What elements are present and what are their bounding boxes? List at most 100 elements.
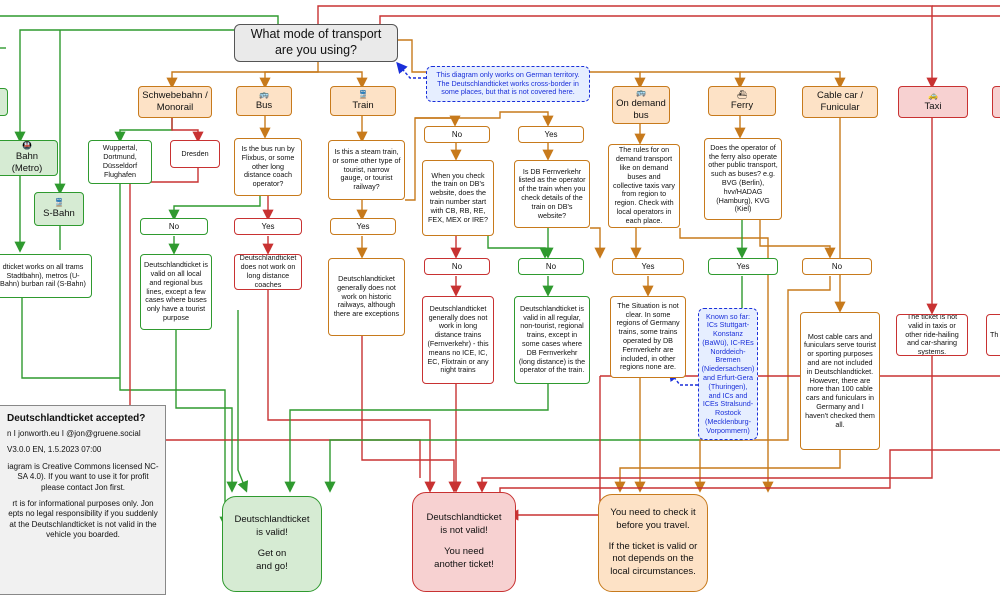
- fernverkehr-question: Is DB Fernverkehr listed as the operator…: [514, 160, 590, 228]
- territory-note: This diagram only works on German territ…: [426, 66, 590, 102]
- info-license: iagram is Creative Commons licensed NC-S…: [7, 461, 159, 492]
- mode-schwebebahn-label: Schwebebahn / Monorail: [142, 90, 208, 113]
- result-check-line-1: You need to check it: [610, 506, 696, 518]
- ferry-no-label: No: [831, 261, 843, 271]
- result-valid-line-1: Deutschlandticket: [234, 514, 310, 526]
- mode-sbahn: 🚆 S-Bahn: [34, 192, 84, 226]
- train-yes: Yes: [330, 218, 396, 235]
- taxi-label: The ticket is not valid in taxis or othe…: [905, 314, 959, 356]
- bus-question: Is the bus run by Flixbus, or some other…: [234, 138, 302, 196]
- territory-note-text: This diagram only works on German territ…: [436, 69, 580, 97]
- mode-metro-label: Bahn (Metro): [11, 150, 43, 174]
- train-yes-label: Yes: [356, 221, 370, 231]
- result-valid-line-4: and go!: [256, 560, 288, 572]
- train-question-label: Is this a steam train, or some other typ…: [332, 147, 401, 192]
- mode-sbahn-label: S-Bahn: [43, 207, 75, 219]
- bus-no-label: No: [168, 221, 180, 231]
- mode-ferry: ⛴ Ferry: [708, 86, 776, 116]
- ferry-yes-label: Yes: [736, 261, 750, 271]
- train-number-question-label: When you check the train on DB's website…: [428, 170, 488, 224]
- bus-yes: Yes: [234, 218, 302, 235]
- info-disclaimer: rt is for informational purposes only. J…: [8, 498, 158, 540]
- cable-text: Most cable cars and funiculars serve tou…: [800, 312, 880, 450]
- mode-taxi-label: Taxi: [924, 100, 942, 112]
- edge-right-text: Th i: [986, 314, 1000, 356]
- mode-metro: 🚇 Bahn (Metro): [0, 140, 58, 176]
- metro-valid-label: dticket works on all trams Stadtbahn), m…: [0, 261, 86, 289]
- regional-valid-text: Deutschlandticket is valid in all regula…: [514, 296, 590, 384]
- info-author: n I jonworth.eu I @jon@gruene.social: [7, 429, 141, 438]
- fernverkehr-no: No: [518, 258, 584, 275]
- result-invalid-line-3: You need: [444, 546, 484, 557]
- result-invalid-line-2: is not valid!: [440, 525, 488, 537]
- mode-cablecar-label: Cable car / Funicular: [817, 90, 863, 113]
- ferry-yes: Yes: [708, 258, 778, 275]
- regional-valid-label: Deutschlandticket is valid in all regula…: [518, 303, 586, 375]
- info-version: V3.0.0 EN, 1.5.2023 07:00: [7, 445, 102, 455]
- metro-valid-text: dticket works on all trams Stadtbahn), m…: [0, 254, 92, 298]
- train-question: Is this a steam train, or some other typ…: [328, 140, 405, 200]
- info-box: Deutschlandticket accepted? n I jonworth…: [0, 405, 166, 595]
- mode-edge-left: [0, 88, 8, 116]
- fernverkehr-no-label: No: [545, 261, 557, 271]
- result-invalid: Deutschlandticket is not valid! You need…: [412, 492, 516, 592]
- taxi-icon: 🚕: [928, 90, 938, 100]
- bus-question-label: Is the bus run by Flixbus, or some other…: [241, 144, 295, 189]
- wuppertal-box: Wuppertal, Dortmund, Düsseldorf Flughafe…: [88, 140, 152, 184]
- fernverkehr-yes-label: Yes: [641, 261, 655, 271]
- result-check-line-4: not depends on the: [612, 553, 694, 565]
- mode-train: 🚆 Train: [330, 86, 396, 116]
- train-no-yes: Yes: [518, 126, 584, 143]
- mode-bus-label: Bus: [255, 99, 273, 111]
- known-note: Known so far: ICs Stuttgart-Konstanz (Ba…: [698, 308, 758, 440]
- ondemand-rules-text: The rules for on demand transport like o…: [608, 144, 680, 228]
- ferry-no: No: [802, 258, 872, 275]
- mode-schwebebahn: Schwebebahn / Monorail: [138, 86, 212, 118]
- start-line-2: are you using?: [274, 43, 357, 57]
- dresden-label: Dresden: [181, 148, 209, 158]
- bus-invalid-label: Deutschlandticket does not work on long …: [239, 254, 297, 289]
- train-historic-label: Deutschlandticket generally does not wor…: [333, 274, 400, 319]
- result-invalid-line-4: another ticket!: [434, 558, 494, 570]
- fernverkehr-yes: Yes: [612, 258, 684, 275]
- wuppertal-label: Wuppertal, Dortmund, Düsseldorf Flughafe…: [102, 143, 138, 179]
- mode-taxi: 🚕 Taxi: [898, 86, 968, 118]
- start-question: What mode of transport are you using?: [234, 24, 398, 62]
- bus-valid-label: Deutschlandticket is valid on all local …: [144, 260, 208, 322]
- ferry-question-label: Does the operator of the ferry also oper…: [708, 142, 778, 214]
- situation-text: The Situation is not clear. In some regi…: [610, 296, 686, 378]
- ferry-question: Does the operator of the ferry also oper…: [704, 138, 782, 220]
- mode-ondemand: 🚌 On demand bus: [612, 86, 670, 124]
- train-number-no: No: [424, 258, 490, 275]
- bus-no: No: [140, 218, 208, 235]
- ship-icon: ⛴: [736, 89, 748, 99]
- bus-icon: 🚌: [259, 89, 269, 99]
- mode-bus: 🚌 Bus: [236, 86, 292, 116]
- result-valid-line-2: is valid!: [256, 527, 288, 539]
- taxi-text: The ticket is not valid in taxis or othe…: [896, 314, 968, 356]
- known-note-label: Known so far: ICs Stuttgart-Konstanz (Ba…: [701, 311, 755, 435]
- bus-icon: 🚌: [636, 87, 646, 97]
- fernverkehr-question-label: Is DB Fernverkehr listed as the operator…: [518, 166, 586, 220]
- bus-invalid-text: Deutschlandticket does not work on long …: [234, 254, 302, 290]
- result-check-line-5: local circumstances.: [610, 566, 696, 578]
- edge-right-label: Th i: [990, 329, 1000, 339]
- result-invalid-line-1: Deutschlandticket: [426, 512, 502, 524]
- ondemand-rules-label: The rules for on demand transport like o…: [613, 145, 675, 225]
- result-valid: Deutschlandticket is valid! Get on and g…: [222, 496, 322, 592]
- train-no-yes-label: Yes: [544, 129, 558, 139]
- info-title: Deutschlandticket accepted?: [7, 413, 146, 424]
- mode-edge-right: [992, 86, 1000, 118]
- train-no: No: [424, 126, 490, 143]
- train-historic-text: Deutschlandticket generally does not wor…: [328, 258, 405, 336]
- metro-icon: 🚇: [22, 140, 32, 150]
- mode-train-label: Train: [352, 99, 374, 111]
- longdist-invalid-text: Deutschlandticket generally does not wor…: [422, 296, 494, 384]
- result-check: You need to check it before you travel. …: [598, 494, 708, 592]
- longdist-invalid-label: Deutschlandticket generally does not wor…: [427, 303, 489, 375]
- result-check-line-3: If the ticket is valid or: [608, 540, 698, 552]
- mode-ferry-label: Ferry: [730, 99, 754, 111]
- cable-label: Most cable cars and funiculars serve tou…: [804, 331, 876, 429]
- mode-cablecar: Cable car / Funicular: [802, 86, 878, 118]
- start-line-1: What mode of transport: [250, 27, 382, 42]
